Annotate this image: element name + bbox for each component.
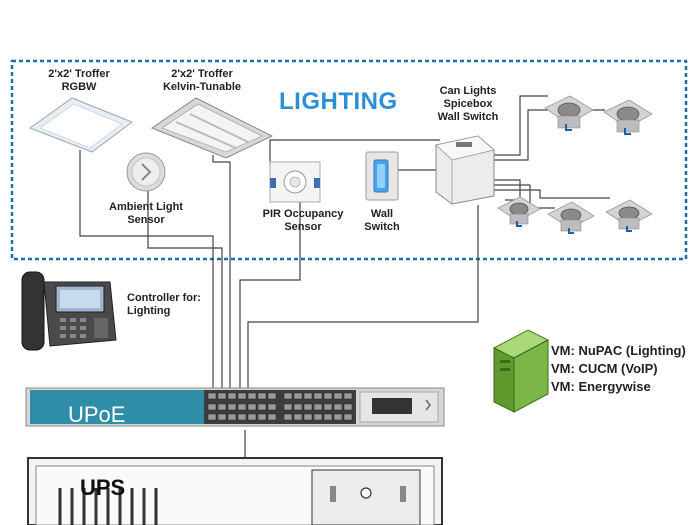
cables [79,95,610,460]
network-switch-icon [25,387,445,427]
server-icon [492,329,550,413]
ups-label: UPS [80,475,126,500]
vm-list-item: VM: Energywise [551,379,651,394]
can-light-icon [497,196,541,227]
spicebox-icon [435,135,495,205]
ambient-sensor-label-line2: Sensor [127,214,165,226]
ambient-sensor-label: Ambient Light Sensor [102,201,190,227]
ambient-sensor-label-line1: Ambient Light [109,201,183,213]
vm-list: VM: NuPAC (Lighting) VM: CUCM (VoIP) VM:… [551,342,686,396]
vm-list-item: VM: NuPAC (Lighting) [551,343,686,358]
ambient-sensor-icon [126,152,166,192]
ups-icon [27,457,443,525]
wall-switch-icon [365,151,399,201]
lighting-title: LIGHTING [279,88,398,115]
can-lights-label-line1: Can Lights [439,85,497,97]
can-lights-top [544,95,653,135]
troffer-rgbw-label: 2'x2' Troffer RGBW [42,68,116,94]
troffer-rgbw-label-line2: RGBW [61,81,97,93]
switch-label: UPoE [68,402,126,427]
can-light-icon [544,95,594,131]
troffer-kelvin-label: 2'x2' Troffer Kelvin-Tunable [160,68,244,94]
troffer-kelvin-label-line1: 2'x2' Troffer [171,68,233,80]
controller-label-line1: Controller for: [127,292,201,304]
pir-sensor-icon [269,161,321,203]
can-lights-bottom [497,196,653,234]
vm-list-item: VM: CUCM (VoIP) [551,361,658,376]
troffer-kelvin-label-line2: Kelvin-Tunable [162,81,242,93]
can-lights-label-line3: Wall Switch [437,111,499,123]
can-light-icon [547,201,595,234]
troffer-rgbw-label-line1: 2'x2' Troffer [48,68,110,80]
troffer-rgbw-icon [28,97,134,153]
lighting-zone-border [10,59,688,261]
can-lights-label-line2: Spicebox [443,98,493,110]
can-lights-label: Can Lights Spicebox Wall Switch [426,85,510,124]
wall-switch-label: Wall Switch [360,208,404,234]
troffer-kelvin-icon [150,97,274,159]
pir-sensor-label-line2: Sensor [284,221,322,233]
pir-sensor-label: PIR Occupancy Sensor [258,208,348,234]
can-light-icon [603,99,653,135]
controller-label: Controller for: Lighting [127,292,201,318]
controller-label-line2: Lighting [127,305,171,317]
wall-switch-label-line1: Wall [370,208,394,220]
pir-sensor-label-line1: PIR Occupancy [262,208,344,220]
can-light-icon [605,199,653,232]
wall-switch-label-line2: Switch [364,221,400,233]
ip-phone-icon [21,271,117,351]
